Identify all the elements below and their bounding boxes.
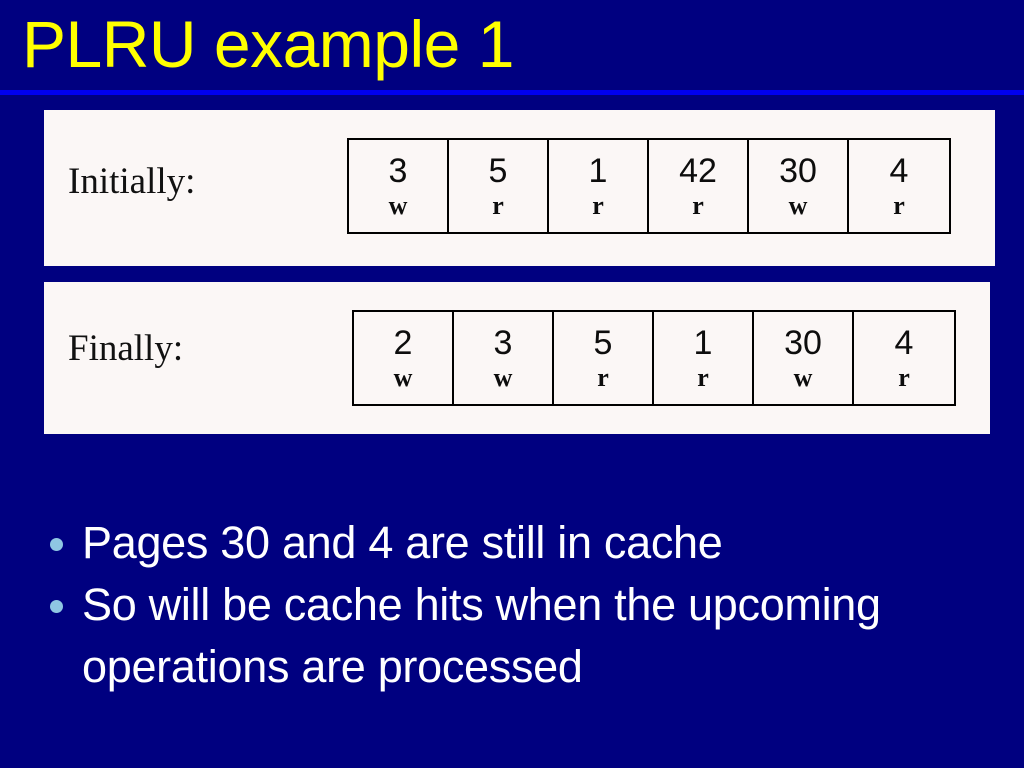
table-cell: 42 r (649, 140, 749, 232)
title-bar: PLRU example 1 (0, 0, 1024, 90)
initially-panel: Initially: 3 w 5 r 1 r 42 r 30 w (44, 110, 995, 266)
cell-operation: r (893, 191, 905, 220)
cell-page-number: 30 (779, 152, 817, 190)
cell-page-number: 5 (488, 152, 508, 190)
table-cell: 30 w (749, 140, 849, 232)
bullet-dot-icon (50, 600, 63, 613)
bullet-dot-icon (50, 538, 63, 551)
table-cell: 5 r (554, 312, 654, 404)
table-cell: 5 r (449, 140, 549, 232)
finally-label: Finally: (68, 328, 184, 369)
cell-operation: r (492, 191, 504, 220)
cell-page-number: 4 (889, 152, 909, 190)
cell-page-number: 4 (894, 324, 914, 362)
bullet-text: So will be cache hits when the upcoming … (82, 579, 881, 692)
finally-panel: Finally: 2 w 3 w 5 r 1 r 30 w (44, 282, 990, 434)
cell-page-number: 42 (679, 152, 717, 190)
cell-operation: r (898, 363, 910, 392)
initially-label: Initially: (68, 161, 196, 202)
cell-page-number: 1 (588, 152, 608, 190)
cell-operation: w (388, 191, 408, 220)
cell-page-number: 30 (784, 324, 822, 362)
page-title: PLRU example 1 (22, 7, 514, 81)
cell-operation: r (592, 191, 604, 220)
table-cell: 4 r (854, 312, 954, 404)
cell-page-number: 1 (693, 324, 713, 362)
cell-page-number: 3 (493, 324, 513, 362)
bullet-list: Pages 30 and 4 are still in cache So wil… (44, 512, 984, 698)
table-cell: 3 w (454, 312, 554, 404)
cell-page-number: 2 (393, 324, 413, 362)
finally-cache-table: 2 w 3 w 5 r 1 r 30 w 4 r (352, 310, 956, 406)
table-cell: 1 r (549, 140, 649, 232)
list-item: Pages 30 and 4 are still in cache (44, 512, 984, 574)
bullet-text: Pages 30 and 4 are still in cache (82, 517, 723, 568)
cell-operation: r (697, 363, 709, 392)
initially-cache-table: 3 w 5 r 1 r 42 r 30 w 4 r (347, 138, 951, 234)
table-cell: 3 w (349, 140, 449, 232)
cell-operation: w (393, 363, 413, 392)
cell-operation: r (692, 191, 704, 220)
cell-operation: r (597, 363, 609, 392)
cell-operation: w (793, 363, 813, 392)
title-divider (0, 90, 1024, 95)
cell-page-number: 5 (593, 324, 613, 362)
cell-operation: w (788, 191, 808, 220)
cell-page-number: 3 (388, 152, 408, 190)
table-cell: 2 w (354, 312, 454, 404)
table-cell: 4 r (849, 140, 949, 232)
list-item: So will be cache hits when the upcoming … (44, 574, 984, 698)
table-cell: 30 w (754, 312, 854, 404)
table-cell: 1 r (654, 312, 754, 404)
cell-operation: w (493, 363, 513, 392)
